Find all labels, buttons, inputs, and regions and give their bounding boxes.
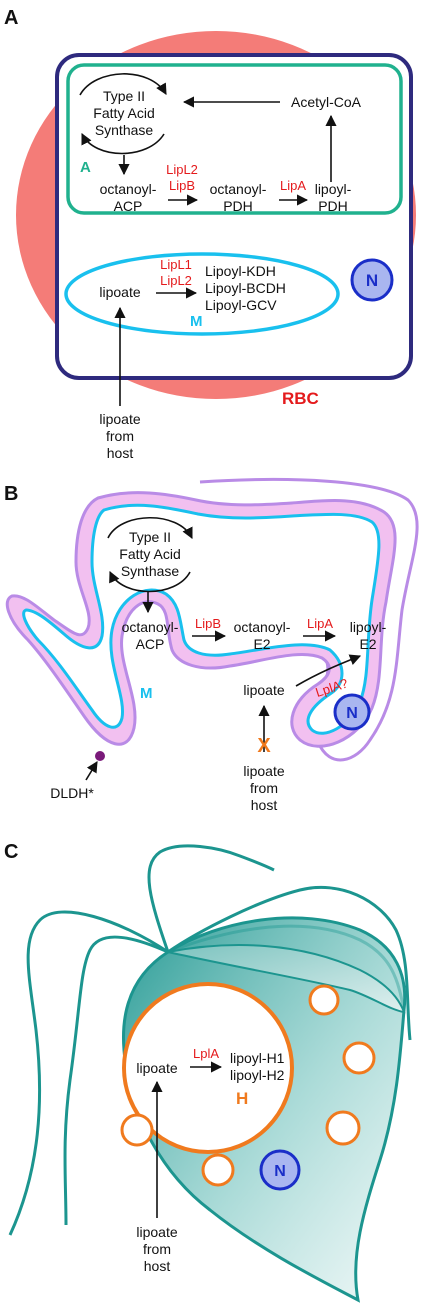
lipoyl-kdh-label: Lipoyl-KDH bbox=[205, 263, 276, 279]
toxo-strand-4 bbox=[167, 885, 412, 1041]
fas-label-line2: Fatty Acid bbox=[93, 105, 154, 121]
parasite-plasma-membrane bbox=[55, 53, 413, 380]
vesicle bbox=[120, 1113, 154, 1147]
vesicle bbox=[201, 1153, 235, 1187]
lipoyl-gcv-label: Lipoyl-GCV bbox=[205, 297, 277, 313]
enzyme-lipb-apicoplast: LipB bbox=[169, 178, 195, 193]
host-lipoate-line2: from bbox=[250, 780, 278, 796]
host-lipoate-line3: host bbox=[251, 797, 278, 813]
enzyme-lipl2-mito: LipL2 bbox=[160, 273, 192, 288]
fas-cycle-arrow-bottom bbox=[81, 132, 165, 155]
fas-label-line3: Synthase bbox=[121, 563, 180, 579]
panel-b-letter: B bbox=[4, 483, 18, 505]
fas-label-line1: Type II bbox=[129, 529, 171, 545]
host-lipoate-line2: from bbox=[106, 428, 134, 444]
octanoyl-acp-line2: ACP bbox=[114, 198, 143, 214]
host-lipoate-line1: lipoate bbox=[99, 411, 140, 427]
enzyme-lipl2-apicoplast: LipL2 bbox=[166, 162, 198, 177]
lipoate-to-lipoyl-e2-arrow bbox=[295, 654, 362, 687]
vesicle bbox=[342, 1041, 376, 1075]
fas-label-line1: Type II bbox=[103, 88, 145, 104]
panel-a-letter: A bbox=[4, 7, 18, 29]
host-organelle-label: H bbox=[236, 1089, 248, 1108]
nucleus bbox=[259, 1149, 301, 1191]
host-lipoate-line1: lipoate bbox=[136, 1224, 177, 1240]
fas-label-line3: Synthase bbox=[95, 122, 154, 138]
mitochondrion-membrane bbox=[64, 252, 340, 336]
enzyme-lipa: LipA bbox=[307, 616, 333, 631]
vesicle bbox=[325, 1110, 361, 1146]
mito-label: M bbox=[190, 313, 203, 330]
toxo-strand-1 bbox=[8, 910, 169, 1236]
lipoyl-h1-label: lipoyl-H1 bbox=[230, 1050, 285, 1066]
toxo-strand-3 bbox=[147, 844, 275, 953]
mito-label: M bbox=[140, 685, 153, 702]
panel-c: C H N lipoate LplA lipoyl-H1 lipoyl-H2 l… bbox=[4, 841, 412, 1303]
nucleus-label: N bbox=[366, 271, 378, 290]
enzyme-lipl1-mito: LipL1 bbox=[160, 257, 192, 272]
mito-lipoate-label: lipoate bbox=[243, 682, 284, 698]
host-lipoate-line3: host bbox=[144, 1258, 171, 1274]
toxo-strand-2 bbox=[63, 935, 169, 1226]
lipoyl-h2-label: lipoyl-H2 bbox=[230, 1067, 285, 1083]
rbc-label: RBC bbox=[282, 389, 319, 408]
vesicle bbox=[308, 984, 340, 1016]
fas-cycle-arrow-top bbox=[107, 517, 193, 540]
lipoyl-bcdh-label: Lipoyl-BCDH bbox=[205, 280, 286, 296]
nucleus bbox=[350, 258, 394, 302]
fas-cycle-arrow-bottom bbox=[109, 570, 191, 593]
host-lipoate-line2: from bbox=[143, 1241, 171, 1257]
host-lipoate-line3: host bbox=[107, 445, 134, 461]
host-organelle bbox=[122, 982, 294, 1154]
lipoyl-e2-line1: lipoyl- bbox=[350, 619, 387, 635]
toxoplasma-flap bbox=[167, 944, 406, 1014]
lipoyl-pdh-line2: PDH bbox=[318, 198, 348, 214]
octanoyl-acp-line2: ACP bbox=[136, 636, 165, 652]
panel-c-letter: C bbox=[4, 841, 18, 863]
dldh-marker bbox=[95, 751, 105, 761]
octanoyl-acp-line1: octanoyl- bbox=[100, 181, 157, 197]
octanoyl-e2-line1: octanoyl- bbox=[234, 619, 291, 635]
blocked-uptake-x: X bbox=[257, 735, 271, 757]
parasite-cytoplasm bbox=[22, 503, 381, 735]
dldh-label: DLDH* bbox=[50, 785, 94, 801]
acetyl-coa-label: Acetyl-CoA bbox=[291, 94, 362, 110]
enzyme-lipa-apicoplast: LipA bbox=[280, 178, 306, 193]
octanoyl-e2-line2: E2 bbox=[253, 636, 270, 652]
panel-b: B N DLDH* M Type II Fatty Acid Synthase … bbox=[4, 477, 419, 813]
enzyme-lipb: LipB bbox=[195, 616, 221, 631]
lipoyl-e2-line2: E2 bbox=[359, 636, 376, 652]
fas-label-line2: Fatty Acid bbox=[119, 546, 180, 562]
lipoyl-pdh-line1: lipoyl- bbox=[315, 181, 352, 197]
host-lipoate-label: lipoate bbox=[136, 1060, 177, 1076]
nucleus-label: N bbox=[274, 1163, 286, 1180]
apicoplast-membrane bbox=[66, 63, 403, 215]
panel-a: A N Type II Fatty Acid Synthase Acetyl-C… bbox=[4, 7, 416, 461]
fas-cycle-arrow-top bbox=[79, 73, 167, 96]
enzyme-lpla: LplA bbox=[193, 1046, 219, 1061]
octanoyl-acp-line1: octanoyl- bbox=[122, 619, 179, 635]
nucleus-label: N bbox=[346, 705, 358, 722]
dldh-pointer-arrow bbox=[85, 761, 98, 781]
nucleus bbox=[333, 693, 371, 731]
octanoyl-pdh-line1: octanoyl- bbox=[210, 181, 267, 197]
octanoyl-pdh-line2: PDH bbox=[223, 198, 253, 214]
mito-lipoate-label: lipoate bbox=[99, 284, 140, 300]
apicoplast-label: A bbox=[80, 159, 91, 176]
host-lipoate-line1: lipoate bbox=[243, 763, 284, 779]
